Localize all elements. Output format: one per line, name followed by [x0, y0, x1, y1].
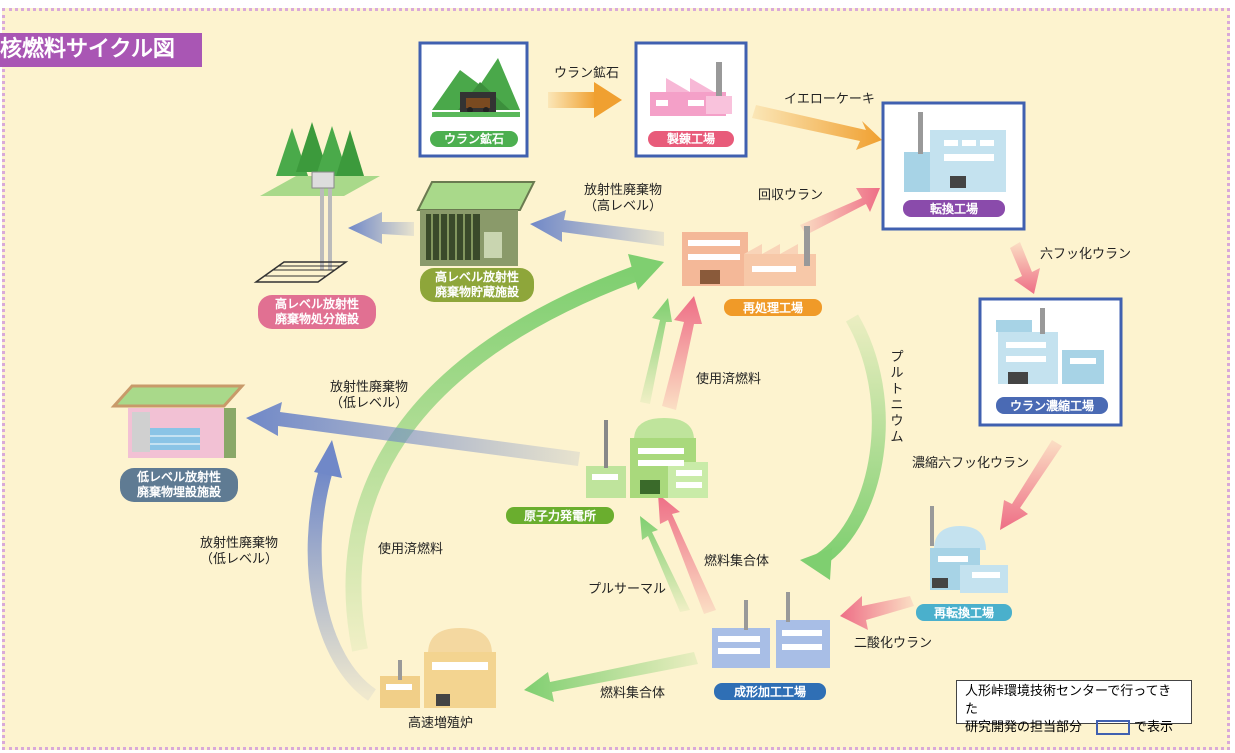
label-pill-fabrication: [714, 683, 826, 700]
arrow-enriched-uf6: [1000, 440, 1062, 530]
legend-swatch: [1096, 720, 1131, 735]
plutonium-text: プルトニウム: [890, 350, 904, 445]
enrichment-label: ウラン濃縮工場: [1009, 399, 1094, 413]
arrow-spent-fuel-green-small: [640, 298, 672, 404]
flow-label-llw-fbr-line2: （低レベル）: [199, 552, 278, 567]
flow-label-fuel-assembly-fbr: 燃料集合体: [600, 686, 666, 701]
label-pill-reconversion: [916, 604, 1012, 621]
arrow-spent-fuel-pink: [662, 296, 702, 410]
hlw-storage-facility: [416, 181, 536, 266]
diagram-title: 核燃料サイクル図: [0, 33, 202, 67]
arrow-recovered-uranium: [800, 188, 880, 235]
legend: 人形峠環境技術センターで行ってきた 研究開発の担当部分 で表示: [956, 680, 1192, 735]
arrow-yellowcake: [752, 105, 882, 150]
arrow-uo2: [840, 596, 914, 630]
label-pill-reprocessing: [724, 299, 822, 316]
conversion-label: 転換工場: [929, 202, 978, 216]
flow-label-yellowcake: イエローケーキ: [784, 92, 875, 107]
fabrication-facility: [712, 592, 830, 668]
flow-label-plutonium: プルトニウム: [890, 350, 904, 446]
label-pill-llw: [120, 468, 238, 502]
label-pill-power-plant: [506, 507, 614, 524]
fabrication-label: 成形加工工場: [733, 685, 806, 699]
legend-line2-suffix: で表示: [1134, 720, 1174, 735]
hlw-disposal-label-line2: 廃棄物処分施設: [274, 312, 359, 326]
label-pill-conversion: [903, 200, 1005, 217]
hlw-disposal-label: 高レベル放射性 廃棄物処分施設: [258, 297, 376, 327]
refining-label: 製錬工場: [666, 132, 715, 146]
llw-label-line2: 廃棄物埋設施設: [136, 485, 221, 499]
reconversion-label: 再転換工場: [933, 606, 994, 620]
flow-label-spent-fuel-fbr: 使用済燃料: [378, 542, 444, 557]
flow-label-recovered-uranium: 回収ウラン: [758, 188, 824, 203]
arrow-pluthermal: [640, 516, 690, 612]
hlw-storage-label-line2: 廃棄物貯蔵施設: [434, 285, 519, 299]
label-pill-uranium-ore: [430, 131, 518, 147]
label-pill-hlw-disposal: [258, 295, 376, 329]
fast-breeder-facility: [380, 628, 496, 708]
arrow-ore-to-refining: [548, 82, 622, 118]
flow-label-enriched-uf6: 濃縮六フッ化ウラン: [912, 456, 1030, 471]
reprocessing-label: 再処理工場: [742, 301, 803, 315]
flow-label-llw-fbr: 放射性廃棄物 （低レベル）: [196, 536, 282, 568]
arrow-fuel-to-fbr: [524, 652, 698, 702]
llw-facility: [110, 384, 246, 458]
legend-line2: 研究開発の担当部分 で表示: [965, 719, 1183, 737]
llw-label-line1: 低レベル放射性: [136, 470, 221, 484]
flow-label-llw-plant-line1: 放射性廃棄物: [329, 380, 408, 395]
arrow-llw-fbr: [307, 440, 377, 701]
flow-label-fuel-assembly-plant: 燃料集合体: [704, 554, 770, 569]
legend-line1: 人形峠環境技術センターで行ってきた: [965, 684, 1172, 717]
legend-line2-text: 研究開発の担当部分: [965, 720, 1083, 735]
reconversion-facility: [930, 506, 1008, 593]
flow-label-ore: ウラン鉱石: [554, 66, 620, 81]
arrow-hlw-to-storage: [530, 210, 664, 246]
hlw-disposal-facility: [253, 122, 380, 283]
flow-label-hlw: 放射性廃棄物 （高レベル）: [580, 183, 666, 215]
tree-icon: [276, 122, 364, 176]
flow-label-uo2: 二酸化ウラン: [854, 636, 933, 651]
arrow-llw-plant: [246, 402, 580, 466]
power-plant-facility: [586, 418, 708, 498]
llw-label: 低レベル放射性 廃棄物埋設施設: [120, 470, 238, 500]
flow-label-llw-fbr-line1: 放射性廃棄物: [199, 536, 278, 551]
flow-label-hlw-line2: （高レベル）: [583, 199, 662, 214]
power-plant-label: 原子力発電所: [523, 509, 596, 523]
flow-label-llw-plant: 放射性廃棄物 （低レベル）: [326, 380, 412, 412]
flow-label-spent-fuel-plant: 使用済燃料: [696, 372, 762, 387]
reprocessing-facility: [682, 226, 816, 286]
arrow-fuel-to-plant: [658, 494, 716, 614]
hlw-storage-label: 高レベル放射性 廃棄物貯蔵施設: [420, 270, 534, 300]
flow-label-uf6: 六フッ化ウラン: [1040, 247, 1132, 262]
flow-label-pluthermal: プルサーマル: [588, 582, 667, 597]
fast-breeder-label: 高速増殖炉: [408, 716, 474, 731]
flow-label-hlw-line1: 放射性廃棄物: [583, 183, 662, 198]
hlw-storage-label-line1: 高レベル放射性: [434, 270, 519, 284]
arrow-uf6: [1010, 242, 1040, 294]
hlw-disposal-label-line1: 高レベル放射性: [274, 297, 359, 311]
label-pill-refining: [648, 131, 734, 147]
arrow-storage-to-disposal: [348, 212, 414, 244]
label-pill-hlw-storage: [420, 268, 534, 302]
uranium-ore-label: ウラン鉱石: [443, 132, 504, 146]
arrow-plutonium: [800, 314, 886, 580]
flow-label-llw-plant-line2: （低レベル）: [329, 396, 408, 411]
label-pill-enrichment: [996, 397, 1108, 414]
